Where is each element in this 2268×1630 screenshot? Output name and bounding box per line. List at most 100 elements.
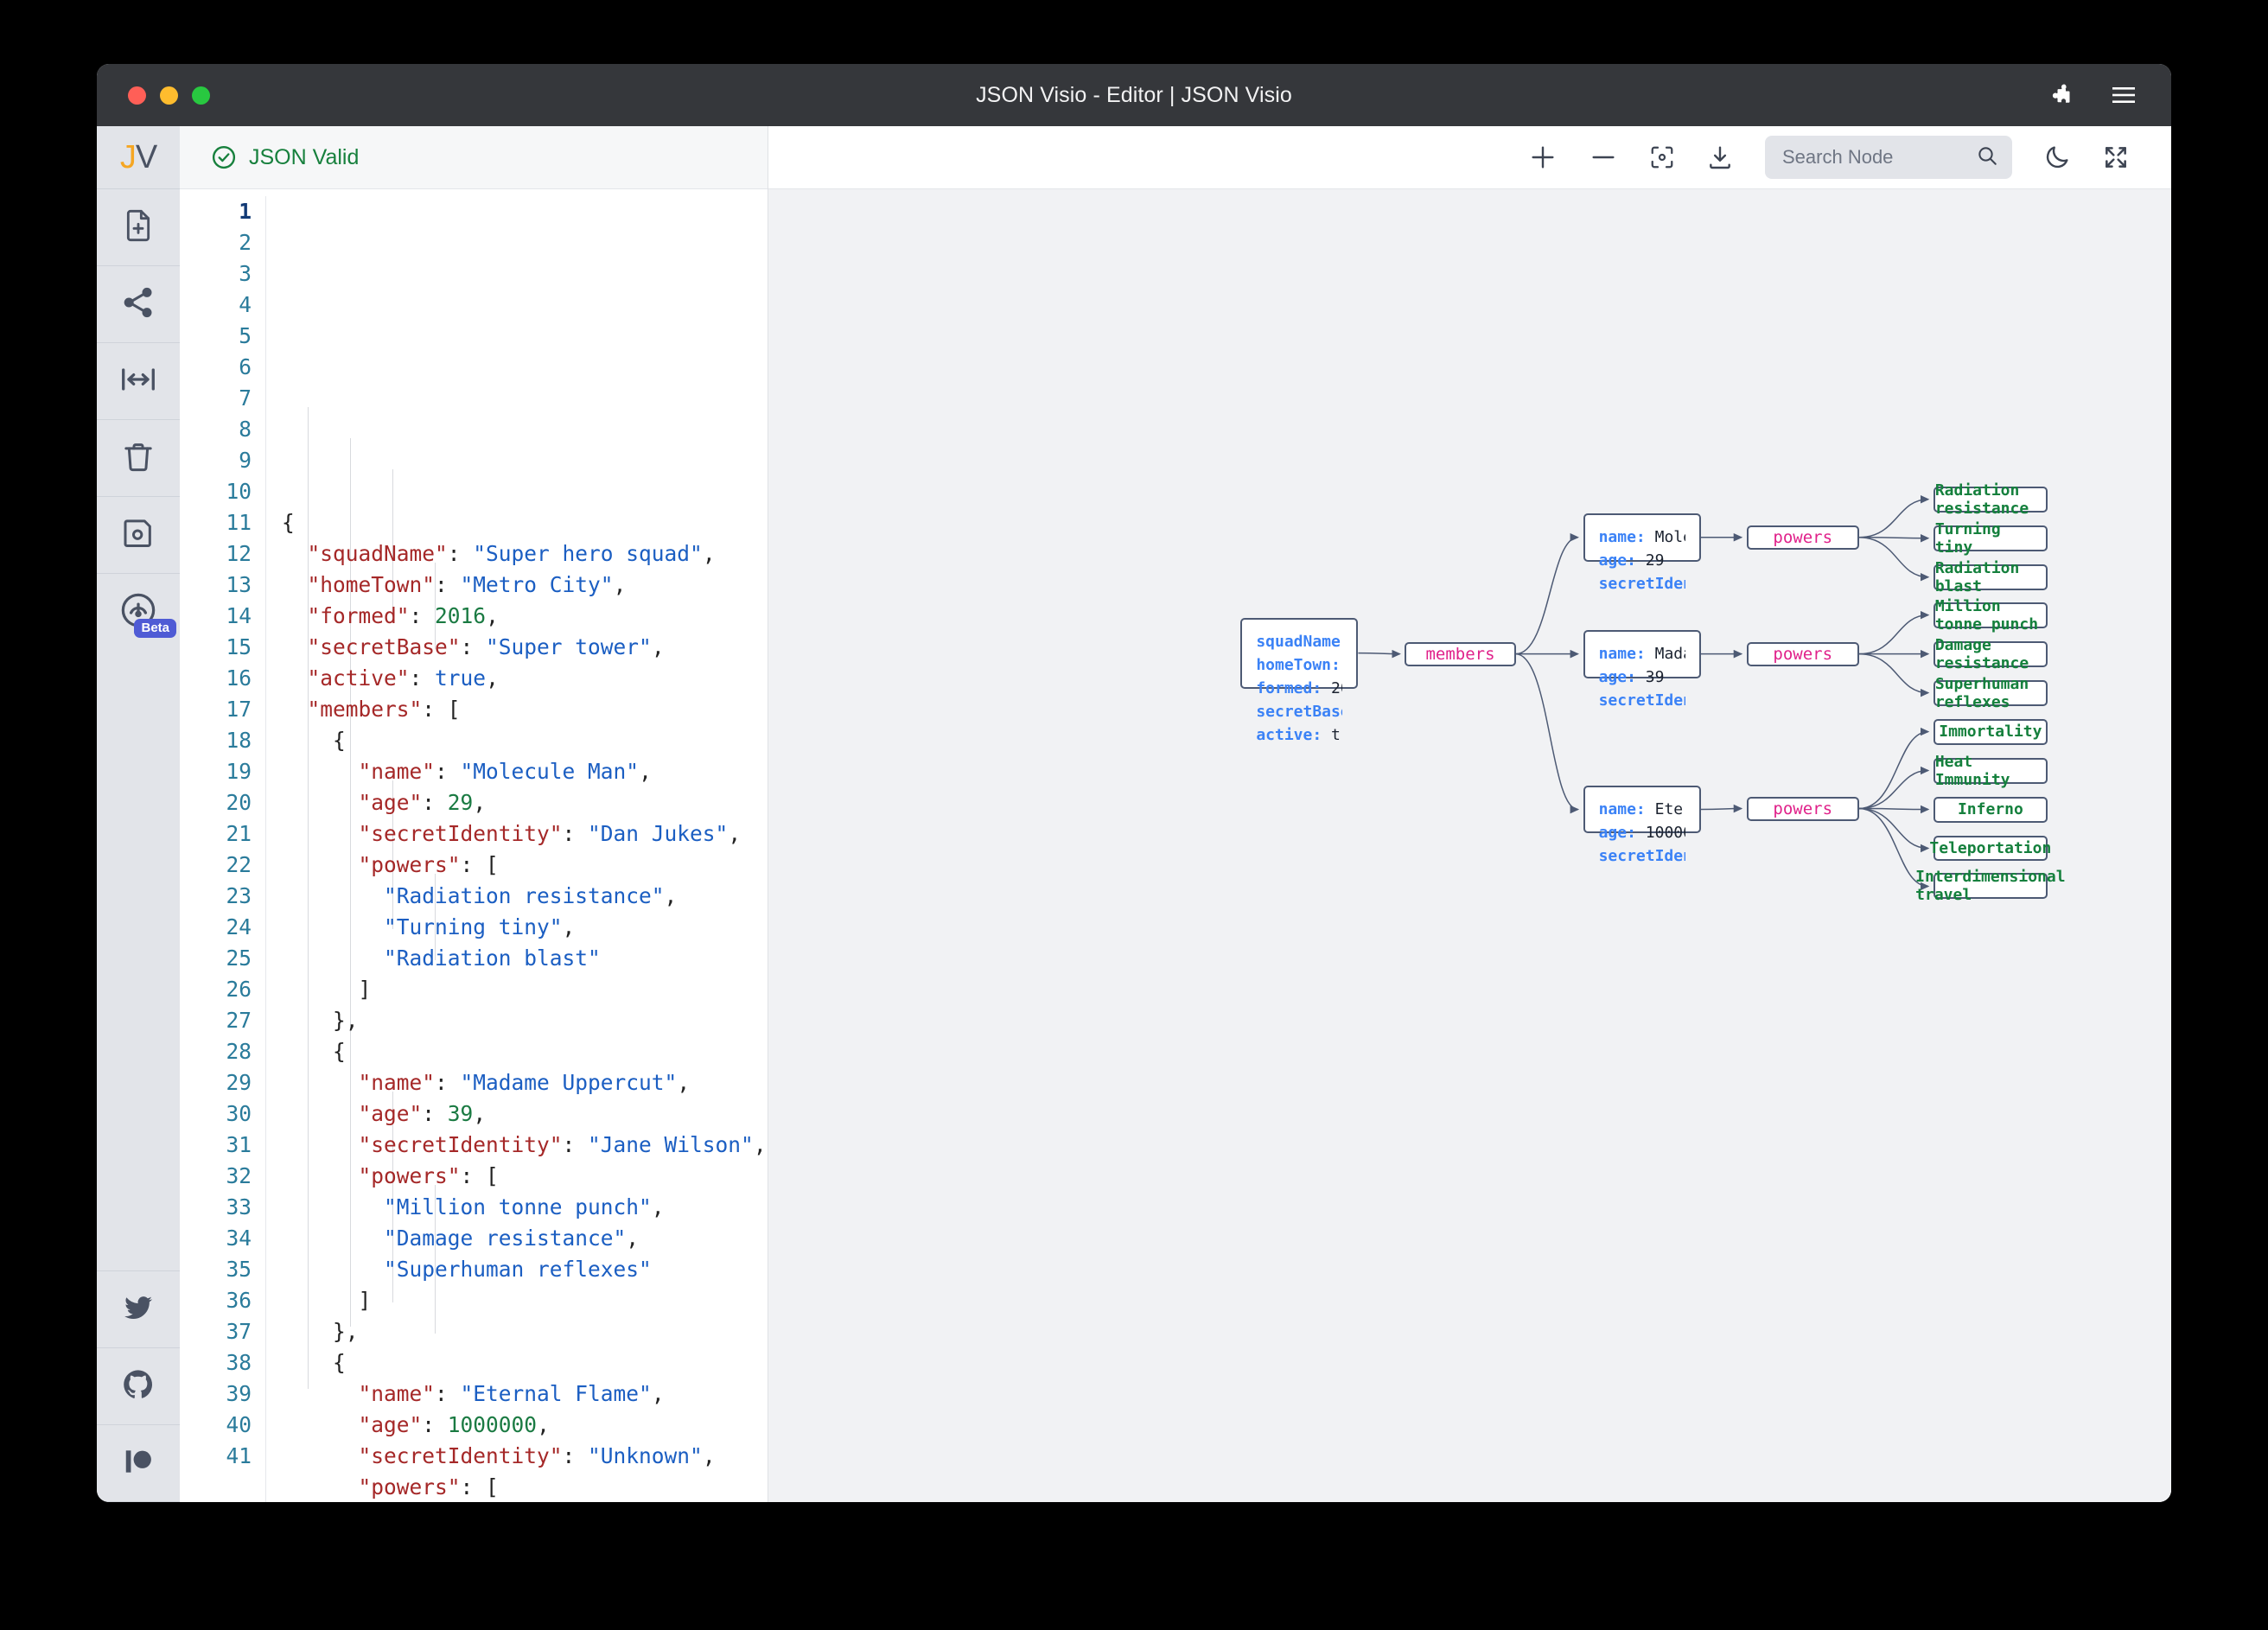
graph-node-leaf[interactable]: Million tonne punch — [1933, 597, 2048, 634]
graph-node-object[interactable]: name: Molecule Manage: 29secretIdentity:… — [1583, 513, 1701, 593]
graph-node-leaf[interactable]: Inferno — [1933, 796, 2048, 823]
node-property-row: age: 1000000 — [1599, 821, 1685, 844]
maximize-button[interactable] — [192, 86, 210, 105]
share-nodes-icon — [121, 285, 156, 324]
code-line[interactable]: "powers": [ — [282, 850, 768, 881]
search-input[interactable] — [1781, 145, 1967, 169]
code-token: : — [435, 759, 461, 784]
node-property-row: secretBase: Super tow… — [1256, 700, 1342, 723]
code-line[interactable]: ] — [282, 974, 768, 1005]
graph-node-leaf[interactable]: Heat Immunity — [1933, 753, 2048, 789]
code-token: : — [435, 1070, 461, 1095]
indent-guide — [392, 1092, 393, 1302]
code-token: , — [651, 1194, 665, 1219]
sidebar-item-twitter[interactable] — [97, 1270, 180, 1347]
graph-node-leaf[interactable]: Damage resistance — [1933, 636, 2048, 672]
fullscreen-button[interactable] — [2102, 143, 2130, 171]
code-line[interactable]: "age": 1000000, — [282, 1410, 768, 1441]
graph-node-parent[interactable]: powers — [1746, 796, 1859, 821]
download-image-button[interactable] — [1706, 143, 1734, 171]
code-token: : — [435, 1381, 461, 1406]
code-line[interactable]: "age": 29, — [282, 787, 768, 818]
graph-node-leaf[interactable]: Immortality — [1933, 718, 2048, 745]
graph-node-leaf[interactable]: Teleportation — [1929, 835, 2051, 862]
code-line[interactable]: }, — [282, 1316, 768, 1347]
code-line[interactable]: { — [282, 1347, 768, 1378]
code-line[interactable]: "age": 39, — [282, 1098, 768, 1130]
code-line[interactable]: "homeTown": "Metro City", — [282, 570, 768, 601]
line-number: 12 — [226, 541, 252, 566]
line-number: 41 — [226, 1443, 252, 1468]
code-line[interactable]: "active": true, — [282, 663, 768, 694]
sidebar-item-cloud-beta[interactable]: Beta — [97, 573, 180, 650]
sidebar-item-share-graph[interactable] — [97, 265, 180, 342]
line-number: 33 — [226, 1194, 252, 1219]
minimize-button[interactable] — [160, 86, 178, 105]
search-node-box[interactable] — [1765, 136, 2012, 179]
center-view-button[interactable] — [1649, 144, 1675, 170]
graph-node-object[interactable]: squadName: Super hero…homeTown: Metro Ci… — [1240, 617, 1359, 744]
node-property-value: 39 — [1645, 667, 1665, 686]
code-line[interactable]: "Superhuman reflexes" — [282, 1254, 768, 1285]
graph-node-leaf[interactable]: Interdimensional travel — [1915, 868, 2065, 904]
sidebar-item-github[interactable] — [97, 1347, 180, 1424]
zoom-in-button[interactable] — [1528, 143, 1558, 172]
graph-node-leaf[interactable]: Radiation resistance — [1933, 481, 2048, 518]
graph-node-leaf[interactable]: Turning tiny — [1933, 520, 2048, 557]
search-icon[interactable] — [1976, 144, 1998, 171]
graph-canvas[interactable]: squadName: Super hero…homeTown: Metro Ci… — [768, 189, 2171, 1502]
code-line[interactable]: "secretIdentity": "Dan Jukes", — [282, 818, 768, 850]
code-content[interactable]: { "squadName": "Super hero squad", "home… — [266, 196, 768, 1502]
node-property-key: formed: — [1256, 678, 1332, 697]
sidebar-item-toggle-layout-direction[interactable] — [97, 342, 180, 419]
graph-node-object[interactable]: name: Eternal Flameage: 1000000secretIde… — [1583, 785, 1701, 865]
sidebar-item-new-document[interactable] — [97, 188, 180, 265]
code-line[interactable]: "Radiation resistance", — [282, 881, 768, 912]
code-token — [282, 914, 384, 939]
code-token: "formed" — [307, 603, 410, 628]
save-disk-icon — [121, 516, 156, 555]
graph-node-parent[interactable]: members — [1405, 641, 1516, 666]
code-line[interactable]: "Turning tiny", — [282, 912, 768, 943]
graph-node-leaf[interactable]: Radiation blast — [1933, 559, 2048, 595]
hamburger-menu-icon[interactable] — [2111, 85, 2137, 105]
code-token — [282, 821, 359, 846]
sidebar-item-clear-document[interactable] — [97, 419, 180, 496]
graph-node-object[interactable]: name: Madame Uppercutage: 39secretIdenti… — [1583, 629, 1701, 710]
code-line[interactable]: { — [266, 507, 768, 538]
graph-node-parent[interactable]: powers — [1746, 641, 1859, 666]
code-token — [282, 1474, 359, 1499]
sidebar-item-save-document[interactable] — [97, 496, 180, 573]
close-button[interactable] — [128, 86, 146, 105]
code-line[interactable]: "secretBase": "Super tower", — [282, 632, 768, 663]
code-line[interactable]: "Million tonne punch", — [282, 1192, 768, 1223]
puzzle-icon[interactable] — [2048, 82, 2074, 108]
code-line[interactable]: "name": "Eternal Flame", — [282, 1378, 768, 1410]
code-line[interactable]: { — [282, 1036, 768, 1067]
code-line[interactable]: "name": "Madame Uppercut", — [282, 1067, 768, 1098]
line-number: 17 — [226, 697, 252, 722]
code-line[interactable]: ] — [282, 1285, 768, 1316]
code-line[interactable]: "Damage resistance", — [282, 1223, 768, 1254]
graph-node-parent[interactable]: powers — [1746, 525, 1859, 550]
zoom-out-button[interactable] — [1589, 143, 1618, 172]
graph-node-leaf[interactable]: Superhuman reflexes — [1933, 675, 2048, 711]
code-line[interactable]: "members": [ — [282, 694, 768, 725]
code-line[interactable]: "powers": [ — [282, 1472, 768, 1502]
code-line[interactable]: "name": "Molecule Man", — [282, 756, 768, 787]
code-line[interactable]: "secretIdentity": "Unknown", — [282, 1441, 768, 1472]
code-line[interactable]: "secretIdentity": "Jane Wilson", — [282, 1130, 768, 1161]
node-label: members — [1425, 644, 1495, 664]
code-line[interactable]: { — [282, 725, 768, 756]
code-line[interactable]: "squadName": "Super hero squad", — [282, 538, 768, 570]
node-property-key: squadName: — [1256, 632, 1343, 651]
code-line[interactable]: "powers": [ — [282, 1161, 768, 1192]
code-token: "Super hero squad" — [473, 541, 703, 566]
code-line[interactable]: "Radiation blast" — [282, 943, 768, 974]
sidebar-item-patreon[interactable] — [97, 1424, 180, 1502]
dark-mode-toggle[interactable] — [2043, 143, 2071, 171]
code-line[interactable]: }, — [282, 1005, 768, 1036]
code-line[interactable]: "formed": 2016, — [282, 601, 768, 632]
